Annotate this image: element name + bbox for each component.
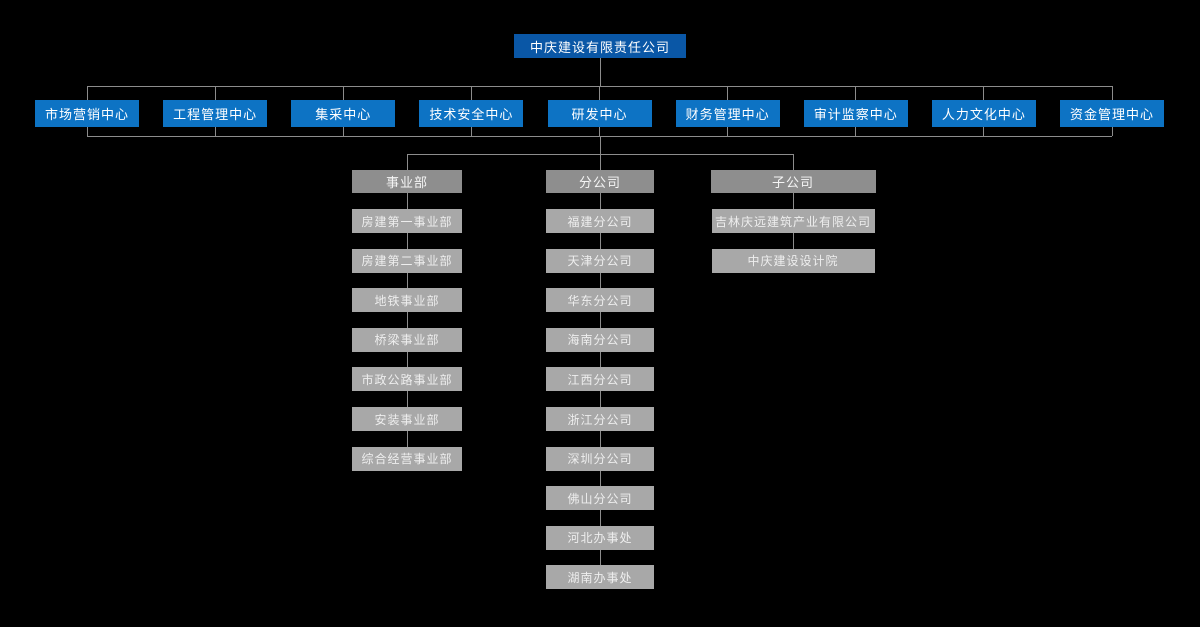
connector-line-v	[342, 127, 344, 136]
connector-line-v	[983, 127, 985, 136]
connector-line-v	[406, 233, 408, 249]
connector-line-v	[855, 127, 857, 136]
connector-line-v	[599, 549, 601, 566]
org-node-item: 吉林庆远建筑产业有限公司	[711, 209, 875, 233]
org-node-center: 研发中心	[547, 100, 652, 127]
connector-line-v	[599, 58, 601, 86]
org-node-item: 江西分公司	[546, 367, 654, 392]
org-node-division-header: 分公司	[546, 170, 654, 193]
connector-line-v	[792, 233, 794, 249]
connector-line-v	[599, 154, 601, 170]
org-node-division-header: 子公司	[710, 170, 876, 193]
org-node-center: 市场营销中心	[35, 100, 139, 127]
connector-line-v	[86, 127, 88, 136]
connector-line-v	[406, 312, 408, 328]
org-node-item: 桥梁事业部	[352, 327, 462, 352]
org-node-item: 地铁事业部	[352, 288, 462, 313]
connector-line-v	[599, 86, 600, 100]
org-node-item: 浙江分公司	[546, 407, 654, 431]
connector-line-v	[214, 86, 216, 100]
org-node-item: 河北办事处	[546, 525, 654, 550]
connector-line-v	[599, 470, 601, 487]
org-node-item: 华东分公司	[546, 288, 654, 313]
connector-line-v	[599, 391, 601, 407]
org-node-item: 佛山分公司	[546, 486, 654, 511]
org-node-item: 市政公路事业部	[352, 367, 462, 392]
connector-line-v	[599, 233, 601, 249]
connector-line-v	[855, 86, 857, 100]
org-node-division-header: 事业部	[352, 170, 462, 193]
connector-line-v	[342, 86, 344, 100]
connector-line-v	[727, 127, 729, 136]
connector-line-v	[214, 127, 216, 136]
connector-line-v	[86, 86, 88, 100]
connector-line-v	[406, 154, 408, 170]
org-node-center: 审计监察中心	[803, 100, 908, 127]
connector-line-v	[1111, 86, 1113, 100]
org-node-item: 中庆建设设计院	[711, 248, 875, 273]
connector-line-v	[470, 86, 472, 100]
org-node-center: 技术安全中心	[419, 100, 524, 127]
org-node-root: 中庆建设有限责任公司	[514, 34, 686, 58]
connector-line-v	[599, 351, 601, 368]
connector-line-v	[406, 391, 408, 407]
org-node-center: 工程管理中心	[163, 100, 268, 127]
org-node-item: 房建第一事业部	[352, 209, 462, 233]
connector-line-v	[406, 272, 408, 289]
connector-line-v	[406, 193, 408, 209]
connector-line-v	[406, 351, 408, 368]
connector-line-v	[599, 312, 601, 328]
connector-line-v	[792, 154, 794, 170]
org-node-item: 福建分公司	[546, 209, 654, 233]
org-node-item: 天津分公司	[546, 248, 654, 273]
connector-line-v	[599, 127, 600, 136]
org-node-center: 财务管理中心	[675, 100, 780, 127]
connector-line-v	[792, 193, 794, 209]
org-node-item: 海南分公司	[546, 327, 654, 352]
org-node-item: 房建第二事业部	[352, 248, 462, 273]
connector-line-v	[599, 193, 601, 209]
connector-line-v	[727, 86, 729, 100]
org-node-item: 安装事业部	[352, 407, 462, 431]
connector-line-v	[599, 136, 601, 154]
org-node-item: 综合经营事业部	[352, 446, 462, 471]
connector-line-v	[470, 127, 472, 136]
connector-line-v	[599, 272, 601, 289]
org-node-center: 人力文化中心	[931, 100, 1036, 127]
connector-line-v	[406, 431, 408, 447]
org-node-center: 资金管理中心	[1060, 100, 1164, 127]
connector-line-v	[1111, 127, 1113, 136]
connector-line-v	[599, 431, 601, 447]
connector-line-v	[599, 510, 601, 526]
org-node-center: 集采中心	[291, 100, 396, 127]
connector-line-v	[983, 86, 985, 100]
org-node-item: 深圳分公司	[546, 446, 654, 471]
org-node-item: 湖南办事处	[546, 565, 654, 590]
